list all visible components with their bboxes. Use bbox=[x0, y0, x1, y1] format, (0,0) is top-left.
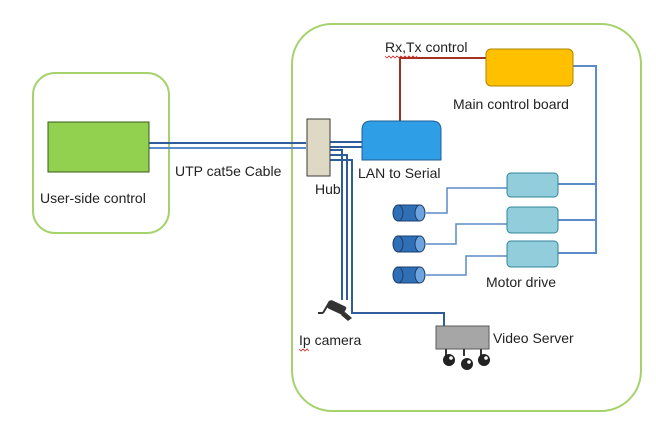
hub-label: Hub bbox=[315, 181, 341, 197]
motor-drive-label: Motor drive bbox=[486, 274, 556, 290]
motor-icon bbox=[392, 266, 426, 284]
motor-icon bbox=[392, 204, 426, 222]
security-camera-icon bbox=[318, 300, 352, 321]
spell-squiggle bbox=[298, 348, 310, 352]
motor-drive-unit bbox=[506, 172, 559, 198]
hub-lan-wire bbox=[330, 141, 362, 148]
user-side-control-box bbox=[47, 121, 150, 173]
main-control-board-label: Main control board bbox=[453, 96, 569, 112]
motor-drive-unit bbox=[506, 240, 559, 268]
rx-tx-control-wire bbox=[399, 57, 486, 122]
motor-icon bbox=[392, 235, 426, 253]
motors bbox=[392, 204, 426, 284]
motor-drive-unit bbox=[506, 206, 559, 234]
hub-box bbox=[306, 118, 331, 177]
main-control-board-box bbox=[485, 48, 574, 87]
video-server-icon bbox=[435, 325, 490, 370]
hub-camera-wire bbox=[330, 149, 445, 326]
lan-to-serial-box bbox=[361, 120, 442, 161]
lan-to-serial-label: LAN to Serial bbox=[358, 165, 440, 181]
video-server-label: Video Server bbox=[493, 330, 574, 346]
user-side-group bbox=[32, 72, 170, 234]
user-side-control-label: User-side control bbox=[40, 190, 146, 206]
utp-cable bbox=[148, 142, 306, 149]
motor-wires bbox=[426, 187, 507, 276]
system-group bbox=[291, 23, 642, 412]
control-bus bbox=[558, 65, 597, 254]
ip-camera-label: Ip camera bbox=[299, 332, 361, 348]
cable-label: UTP cat5e Cable bbox=[175, 163, 282, 179]
rx-tx-control-label: Rx,Tx control bbox=[385, 39, 467, 55]
motor-drive-units bbox=[506, 172, 559, 268]
spell-squiggle bbox=[384, 55, 418, 59]
